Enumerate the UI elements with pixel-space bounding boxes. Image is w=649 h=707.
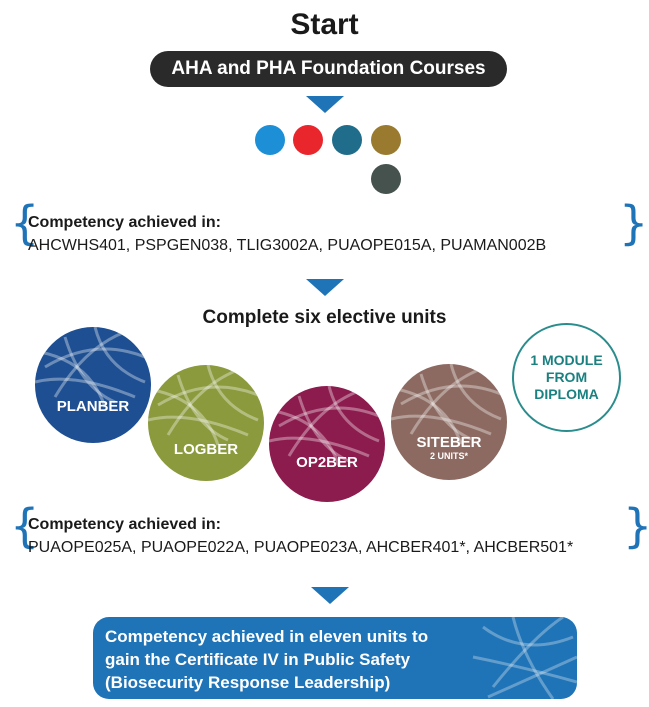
module-from-diploma-circle: 1 MODULE FROM DIPLOMA xyxy=(512,323,621,432)
down-arrow-icon xyxy=(311,587,349,604)
red-dot-icon xyxy=(293,125,323,155)
fiber-texture-icon xyxy=(269,386,380,467)
op2ber-label: OP2BER xyxy=(296,454,358,471)
module-line-2: FROM xyxy=(545,369,588,385)
olive-dot-icon xyxy=(371,125,401,155)
result-line-3: (Biosecurity Response Leadership) xyxy=(105,673,391,692)
result-text: Competency achieved in eleven units to g… xyxy=(105,625,428,694)
module-line-1: 1 MODULE xyxy=(530,352,603,368)
competency-heading-2: Competency achieved in: xyxy=(28,516,221,533)
siteber-label-group: SITEBER 2 UNITS* xyxy=(391,434,507,461)
fiber-texture-icon xyxy=(391,364,502,445)
op2ber-circle: OP2BER xyxy=(269,386,385,502)
module-line-3: DIPLOMA xyxy=(534,386,599,402)
foundation-courses-label: AHA and PHA Foundation Courses xyxy=(171,58,486,79)
dark-gray-dot-icon xyxy=(371,164,401,194)
down-arrow-icon xyxy=(306,279,344,296)
siteber-label: SITEBER xyxy=(416,434,482,451)
left-brace-icon: { xyxy=(10,196,40,250)
fiber-texture-icon xyxy=(35,327,146,408)
elective-units-title: Complete six elective units xyxy=(202,307,447,328)
siteber-sublabel: 2 UNITS* xyxy=(429,451,468,461)
right-brace-icon: } xyxy=(619,196,649,250)
teal-dot-icon xyxy=(332,125,362,155)
logber-circle: LOGBER xyxy=(148,365,264,481)
logber-label: LOGBER xyxy=(173,441,239,458)
right-brace-icon: } xyxy=(623,503,649,549)
left-brace-icon: { xyxy=(10,499,40,553)
down-arrow-icon xyxy=(306,96,344,113)
blue-dot-icon xyxy=(255,125,285,155)
start-title: Start xyxy=(290,8,359,41)
fiber-texture-icon xyxy=(472,617,577,699)
foundation-courses-banner: AHA and PHA Foundation Courses xyxy=(150,51,507,87)
result-line-2: gain the Certificate IV in Public Safety xyxy=(105,650,411,669)
competency-units-2: PUAOPE025A, PUAOPE022A, PUAOPE023A, AHCB… xyxy=(28,539,574,556)
fiber-texture-icon xyxy=(148,365,259,446)
planber-label: PLANBER xyxy=(56,398,130,415)
competency-heading-1: Competency achieved in: xyxy=(28,214,221,231)
siteber-circle: SITEBER 2 UNITS* xyxy=(391,364,507,480)
result-line-1: Competency achieved in eleven units to xyxy=(105,627,429,646)
planber-circle: PLANBER xyxy=(35,327,151,443)
certificate-result-box: Competency achieved in eleven units to g… xyxy=(93,617,577,699)
competency-units-1: AHCWHS401, PSPGEN038, TLIG3002A, PUAOPE0… xyxy=(28,237,547,254)
